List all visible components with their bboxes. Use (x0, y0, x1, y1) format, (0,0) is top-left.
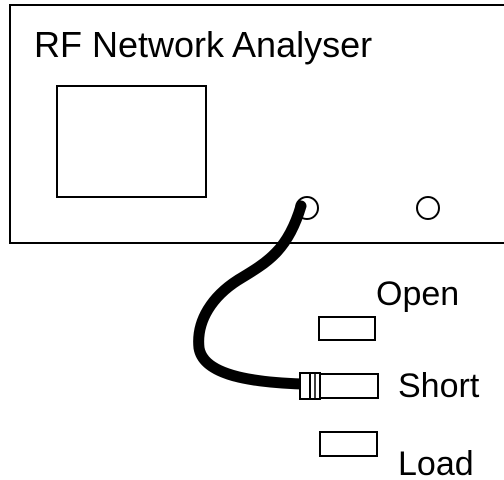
instrument-title: RF Network Analyser (34, 24, 372, 65)
load-label: Load (398, 445, 474, 480)
port-2-connector (416, 196, 440, 220)
cable-connector (299, 372, 321, 400)
load-standard (319, 431, 378, 457)
short-standard (319, 373, 379, 399)
open-standard (318, 316, 376, 341)
open-label: Open (376, 275, 459, 313)
analyser-screen (56, 85, 207, 198)
short-label: Short (398, 367, 480, 405)
coaxial-cable (193, 200, 308, 390)
